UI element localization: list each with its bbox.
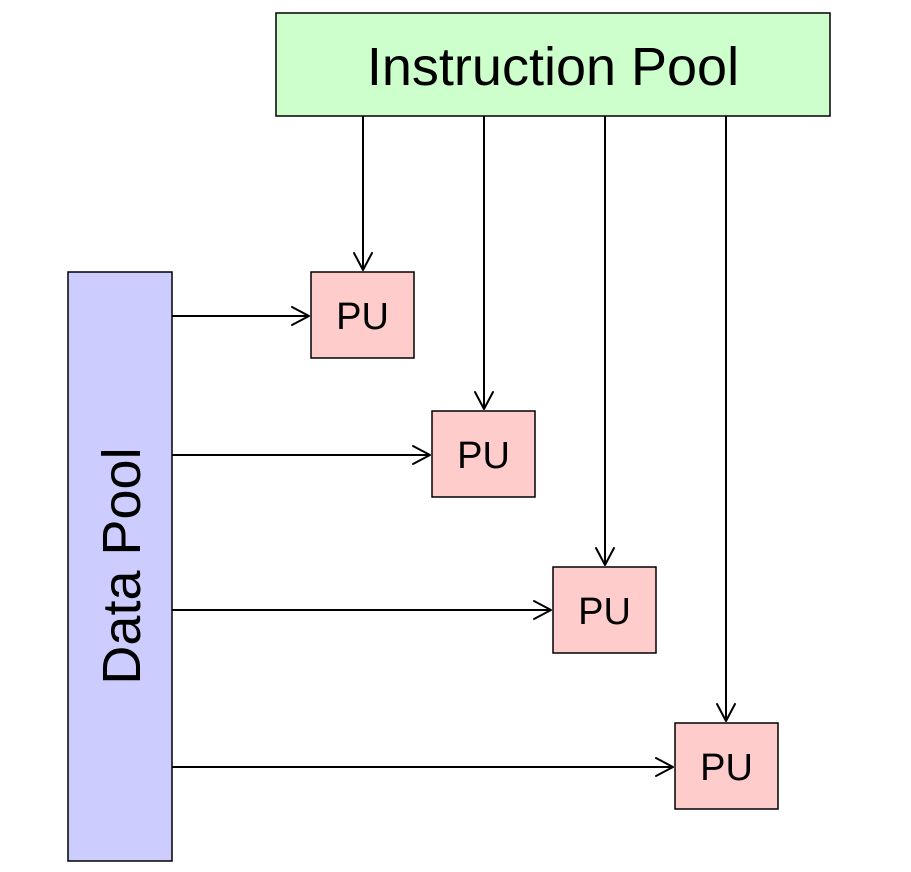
pu-unit-2: PU [431, 410, 536, 498]
pu-unit-1: PU [310, 271, 415, 359]
pu-box-3 [552, 566, 657, 654]
instruction-pool-box [275, 12, 831, 117]
pu-box-2 [431, 410, 536, 498]
pu-label-4: PU [700, 747, 753, 789]
instruction-arrow-3 [595, 116, 615, 566]
pu-label-2: PU [457, 435, 510, 477]
pu-unit-4: PU [674, 722, 779, 810]
data-pool: Data Pool [67, 271, 173, 862]
data-pool-box [67, 271, 173, 862]
instruction-pool-label: Instruction Pool [367, 37, 739, 97]
instruction-arrow-4 [716, 116, 736, 722]
instruction-pool: Instruction Pool [275, 12, 831, 117]
instruction-arrow-2 [474, 116, 494, 410]
pu-unit-3: PU [552, 566, 657, 654]
pu-label-1: PU [336, 296, 389, 338]
data-arrow-3 [172, 600, 552, 620]
data-arrow-4 [172, 757, 674, 777]
data-arrow-1 [172, 306, 310, 326]
data-pool-label: Data Pool [92, 447, 152, 684]
data-arrow-2 [172, 445, 431, 465]
pu-box-4 [674, 722, 779, 810]
pu-box-1 [310, 271, 415, 359]
instruction-arrow-1 [353, 116, 373, 271]
pu-label-3: PU [578, 591, 631, 633]
